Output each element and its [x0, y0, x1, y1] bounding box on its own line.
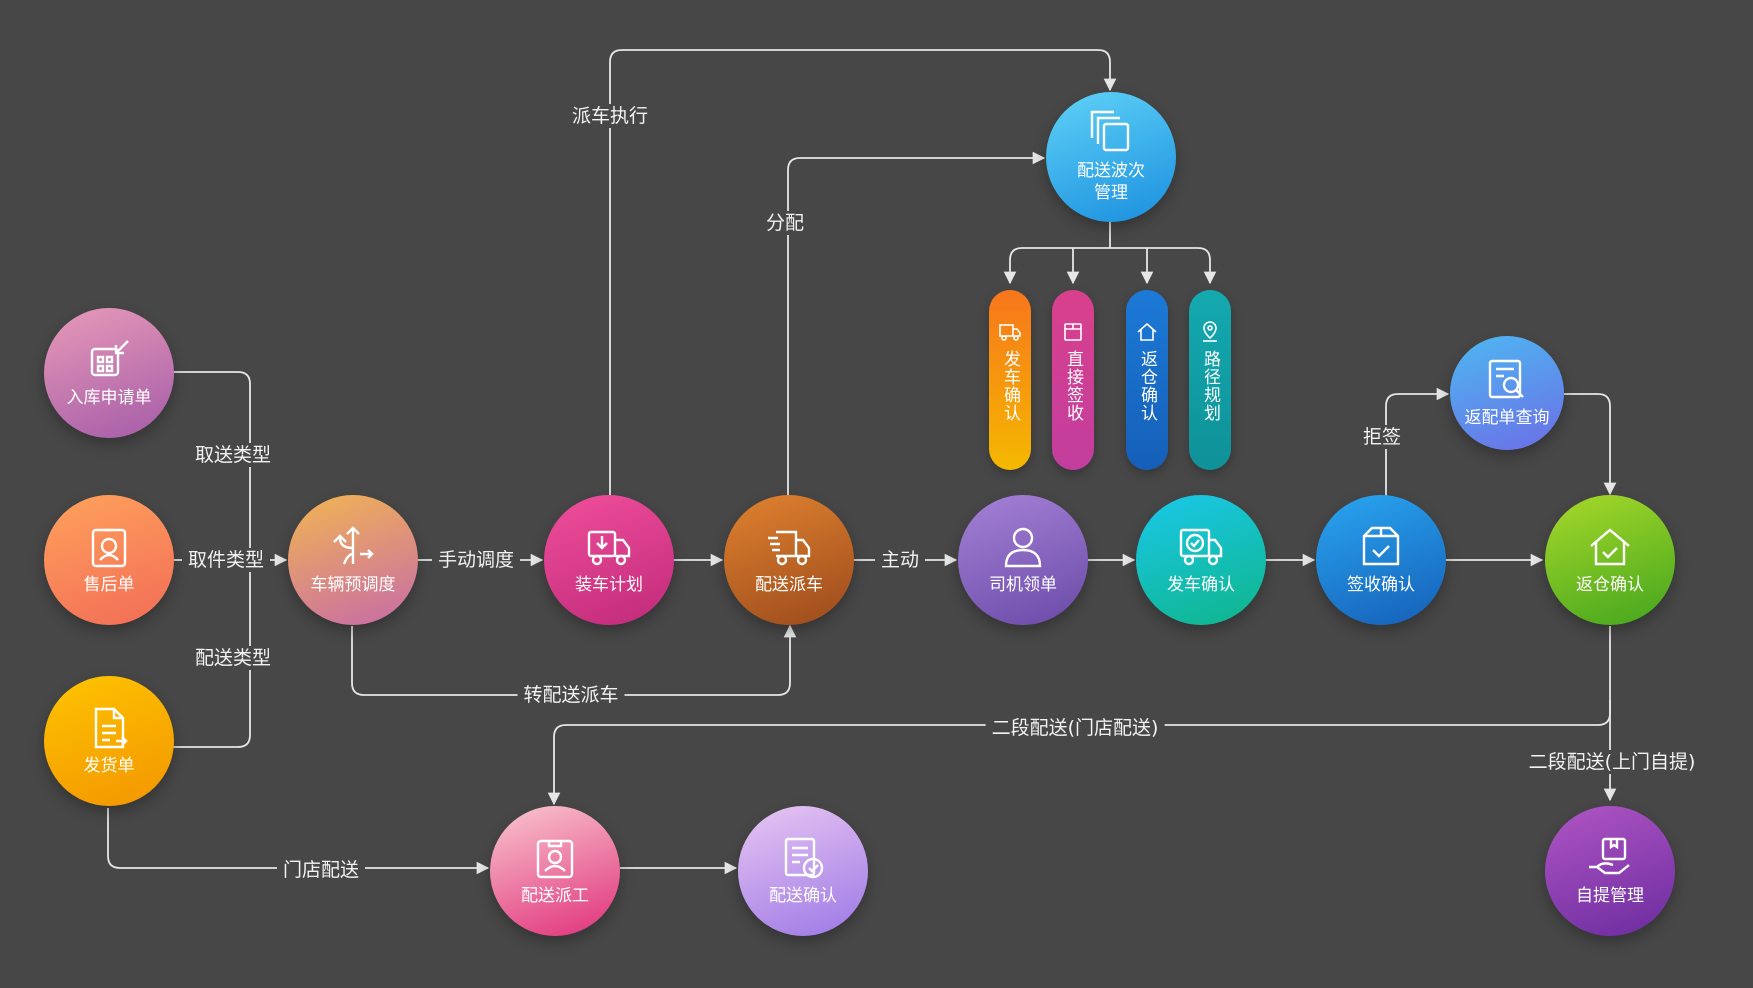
- house-check-icon: [1590, 528, 1630, 566]
- fast-truck-icon: [768, 530, 811, 566]
- pill-label: 返仓确认: [1137, 350, 1157, 422]
- node-label: 配送波次 管理: [1077, 161, 1145, 203]
- node-label: 发货单: [83, 756, 135, 776]
- node-label: 装车计划: [575, 575, 643, 595]
- node-label: 售后单: [83, 575, 135, 595]
- node-label: 配送确认: [769, 886, 837, 906]
- truck-load-icon: [587, 530, 631, 566]
- document-icon: [94, 707, 128, 749]
- node-label: 配送派工: [521, 886, 589, 906]
- house-small-icon: [1137, 322, 1157, 341]
- node-return-confirm[interactable]: 返仓确认: [1545, 495, 1675, 625]
- truck-check-icon: [1179, 528, 1223, 566]
- edge-label-manual-dispatch: 手动调度: [431, 548, 521, 572]
- node-departure-confirm[interactable]: 发车确认: [1136, 495, 1266, 625]
- node-label: 配送派车: [755, 575, 823, 595]
- edge-shipment-to-assign: [107, 808, 490, 875]
- edge-label-pickup-type: 取送类型: [188, 443, 278, 467]
- node-label: 自提管理: [1576, 886, 1644, 906]
- pill-label: 直接签收: [1063, 350, 1083, 422]
- pill-label: 发车确认: [1000, 350, 1020, 422]
- hand-box-icon: [1589, 837, 1630, 875]
- doc-check-icon: [784, 837, 824, 879]
- edge-loading-to-wave: [609, 49, 1117, 496]
- edge-label-dispatch-execute: 派车执行: [565, 104, 655, 128]
- node-delivery-assign[interactable]: 配送派工: [490, 806, 620, 936]
- node-label: 返配单查询: [1464, 408, 1550, 428]
- doc-search-icon: [1488, 359, 1524, 399]
- node-pickup-management[interactable]: 自提管理: [1545, 806, 1675, 936]
- edge-label-refuse-sign: 拒签: [1356, 425, 1408, 449]
- stack-icon: [1090, 110, 1130, 152]
- pill-return-confirm[interactable]: 返仓确认: [1126, 290, 1168, 470]
- node-label: 司机领单: [989, 575, 1057, 595]
- person-icon: [1004, 527, 1042, 568]
- pill-departure-confirm[interactable]: 发车确认: [989, 290, 1031, 470]
- service-agent-icon: [91, 528, 127, 568]
- edge-sign-to-query: [1385, 387, 1450, 496]
- pill-direct-sign[interactable]: 直接签收: [1052, 290, 1094, 470]
- edge-label-allocate: 分配: [759, 211, 811, 235]
- truck-small-icon: [999, 324, 1021, 341]
- node-wave-management[interactable]: 配送波次 管理: [1046, 92, 1176, 222]
- node-label: 入库申请单: [66, 388, 152, 408]
- node-driver-claim[interactable]: 司机领单: [958, 495, 1088, 625]
- pill-route-plan[interactable]: 路径规划: [1189, 290, 1231, 470]
- box-check-icon: [1362, 526, 1400, 566]
- route-split-icon: [333, 526, 374, 565]
- node-label: 返仓确认: [1576, 575, 1644, 595]
- inbound-icon: [90, 340, 129, 377]
- node-delivery-confirm[interactable]: 配送确认: [738, 806, 868, 936]
- node-shipment[interactable]: 发货单: [44, 676, 174, 806]
- node-label: 车辆预调度: [310, 575, 396, 595]
- node-label: 发车确认: [1167, 575, 1235, 595]
- edge-label-fetch-type: 取件类型: [181, 548, 271, 572]
- edge-return-second-store: [547, 626, 1611, 806]
- edge-label-delivery-type: 配送类型: [188, 646, 278, 670]
- edge-label-store-delivery: 门店配送: [276, 858, 366, 882]
- node-vehicle-predispatch[interactable]: 车辆预调度: [288, 495, 418, 625]
- edge-wave-to-pills: [1009, 222, 1211, 282]
- node-after-sales[interactable]: 售后单: [44, 495, 174, 625]
- badge-icon: [536, 839, 574, 879]
- edge-label-active: 主动: [874, 548, 926, 572]
- node-label: 签收确认: [1347, 575, 1415, 595]
- node-inbound-request[interactable]: 入库申请单: [44, 308, 174, 438]
- edge-label-second-store: 二段配送(门店配送): [985, 716, 1165, 740]
- location-pin-icon: [1203, 321, 1217, 342]
- edge-label-transfer-dispatch: 转配送派车: [517, 683, 625, 707]
- pill-label: 路径规划: [1200, 350, 1220, 422]
- edge-label-second-pickup: 二段配送(上门自提): [1522, 750, 1702, 774]
- node-loading-plan[interactable]: 装车计划: [544, 495, 674, 625]
- edge-dispatch-to-wave: [787, 151, 1046, 496]
- node-delivery-dispatch[interactable]: 配送派车: [724, 495, 854, 625]
- edge-query-to-return: [1564, 393, 1617, 496]
- node-sign-confirm[interactable]: 签收确认: [1316, 495, 1446, 625]
- node-return-query[interactable]: 返配单查询: [1450, 336, 1564, 450]
- box-small-icon: [1064, 323, 1082, 341]
